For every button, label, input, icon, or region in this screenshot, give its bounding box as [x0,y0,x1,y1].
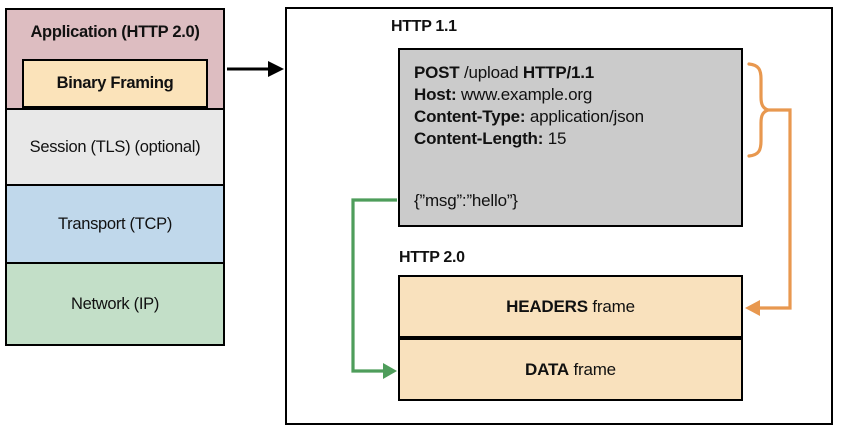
host-label: Host: [414,85,457,104]
session-label: Session (TLS) (optional) [29,137,201,156]
network-label: Network (IP) [70,294,160,313]
binary-framing-box: Binary Framing [22,59,208,108]
http11-request-box: POST /upload HTTP/1.1 Host: www.example.… [398,48,743,227]
content-length-label: Content-Length: [414,129,544,148]
content-type-label: Content-Type: [414,107,526,126]
request-version: HTTP/1.1 [522,63,595,82]
layer-transport: Transport (TCP) [7,186,223,264]
request-line: POST /upload HTTP/1.1 [414,62,727,84]
http11-label: HTTP 1.1 [391,18,457,35]
data-frame-rest: frame [568,359,616,379]
headers-frame-box: HEADERS frame [398,275,743,338]
layer-application: Application (HTTP 2.0) Binary Framing [7,10,223,110]
data-frame-bold: DATA [525,359,569,379]
headers-frame-label: HEADERS frame [506,297,635,317]
request-target: /upload [459,63,523,82]
http20-label: HTTP 2.0 [399,249,465,266]
content-type-value: application/json [525,107,644,126]
content-length-header: Content-Length: 15 [414,128,727,150]
layer-network: Network (IP) [7,264,223,344]
request-body: {”msg”:”hello”} [414,191,518,210]
protocol-stack: Application (HTTP 2.0) Binary Framing Se… [5,8,225,346]
headers-frame-bold: HEADERS [506,296,588,316]
content-length-value: 15 [543,129,567,148]
request-blank-line [414,150,727,190]
framing-detail-panel: HTTP 1.1 POST /upload HTTP/1.1 Host: www… [285,7,833,425]
request-method: POST [414,63,460,82]
host-header: Host: www.example.org [414,84,727,106]
binary-framing-label: Binary Framing [56,74,174,92]
layer-session: Session (TLS) (optional) [7,110,223,186]
headers-frame-rest: frame [587,296,635,316]
host-value: www.example.org [456,85,593,104]
stack-to-detail-arrow-icon [227,61,284,77]
content-type-header: Content-Type: application/json [414,106,727,128]
data-frame-box: DATA frame [398,338,743,401]
data-frame-label: DATA frame [525,360,616,380]
transport-label: Transport (TCP) [57,214,173,233]
application-label: Application (HTTP 2.0) [30,23,200,41]
